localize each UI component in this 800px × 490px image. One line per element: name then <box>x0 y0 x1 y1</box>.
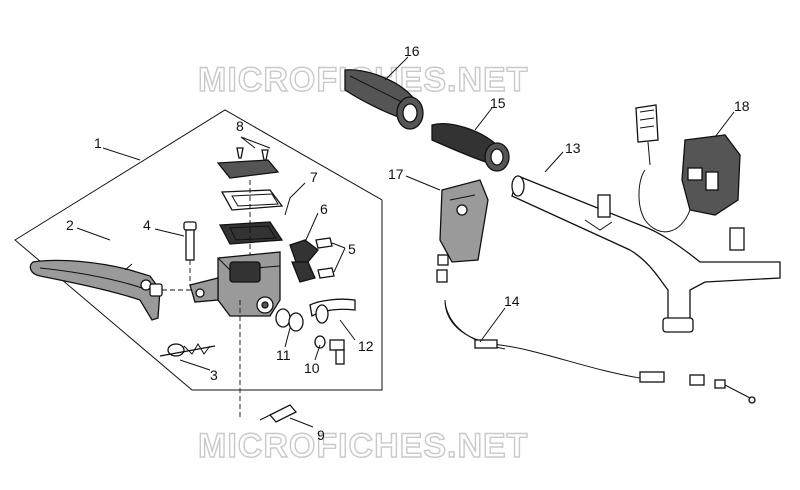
callout-16: 16 <box>404 43 420 59</box>
callout-labels: 1 2 3 4 5 6 7 8 9 10 11 12 13 14 15 16 1… <box>66 43 750 443</box>
brake-lever <box>29 259 161 321</box>
callout-17: 17 <box>388 166 404 182</box>
callout-12: 12 <box>358 338 374 354</box>
callout-14: 14 <box>504 293 520 309</box>
callout-18: 18 <box>734 98 750 114</box>
callout-10: 10 <box>304 360 320 376</box>
handlebar-clamp <box>289 239 319 283</box>
throttle-cable <box>444 299 756 404</box>
callout-6: 6 <box>320 201 328 217</box>
handlebar <box>511 175 781 333</box>
callout-15: 15 <box>490 95 506 111</box>
banjo-assembly <box>275 298 356 365</box>
watermark-bottom: MICROFICHES.NET <box>198 427 528 465</box>
callout-1: 1 <box>94 135 102 151</box>
assembly-outline <box>14 109 383 391</box>
leader-lines <box>76 56 735 428</box>
pivot-nut <box>149 283 200 297</box>
left-grip <box>344 69 424 130</box>
right-switch-housing <box>635 104 741 233</box>
callout-8: 8 <box>236 118 244 134</box>
clamp-screws <box>315 237 335 279</box>
callout-4: 4 <box>143 217 151 233</box>
callout-2: 2 <box>66 217 74 233</box>
callout-5: 5 <box>348 241 356 257</box>
callout-3: 3 <box>210 367 218 383</box>
pivot-bolt <box>183 221 197 285</box>
reservoir-cap-stack <box>216 159 284 255</box>
callout-11: 11 <box>276 347 291 363</box>
master-cylinder <box>189 251 281 420</box>
callout-9: 9 <box>317 427 325 443</box>
throttle-grip <box>431 123 510 172</box>
callout-13: 13 <box>565 140 581 156</box>
callout-7: 7 <box>310 169 318 185</box>
piston-kit <box>159 343 216 357</box>
throttle-housing <box>436 179 489 283</box>
brake-switch <box>259 404 298 423</box>
cap-screws <box>236 147 269 161</box>
